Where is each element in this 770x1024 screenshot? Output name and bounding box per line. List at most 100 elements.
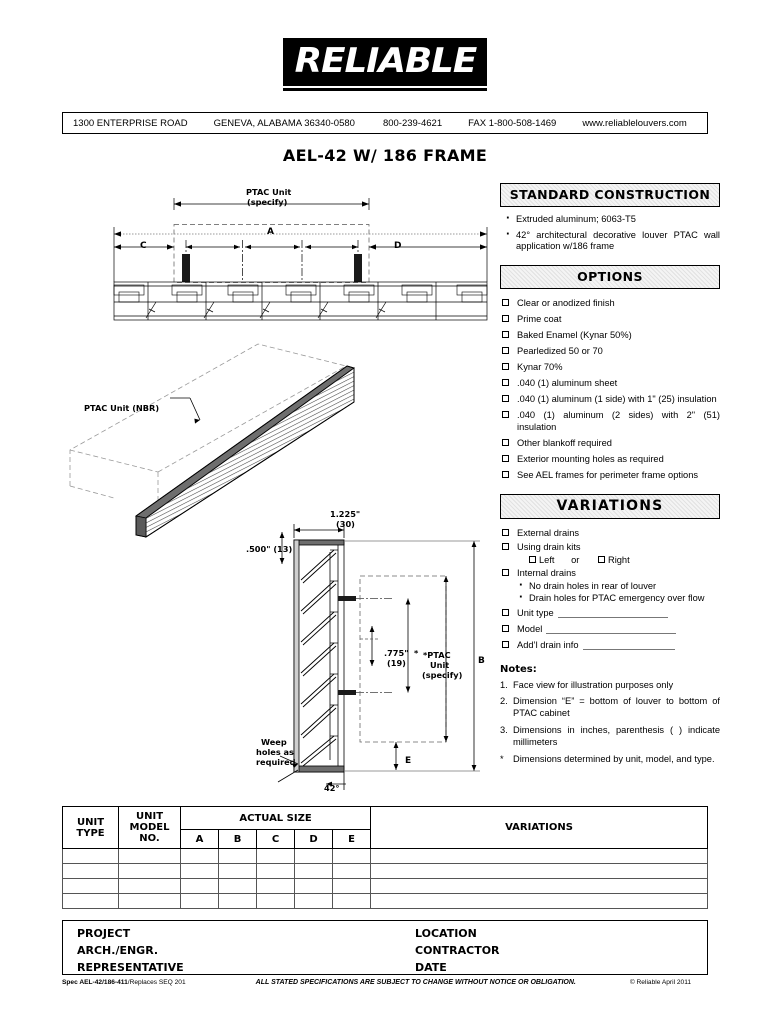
list-item[interactable]: Prime coat bbox=[500, 314, 720, 326]
table-row[interactable] bbox=[62, 863, 708, 879]
spec-code: Spec AEL-42/186-411/Replaces SEQ 201 bbox=[62, 979, 186, 986]
field-representative[interactable]: REPRESENTATIVE bbox=[77, 961, 184, 974]
table-row[interactable] bbox=[62, 848, 708, 864]
field-date[interactable]: DATE bbox=[415, 961, 447, 974]
list-item[interactable]: .040 (1) aluminum sheet bbox=[500, 378, 720, 390]
list-item[interactable]: Using drain kits Left or Right bbox=[500, 542, 720, 568]
cell-variations[interactable] bbox=[370, 893, 708, 909]
cell-b[interactable] bbox=[218, 893, 257, 909]
note-number: 2. bbox=[500, 696, 508, 707]
col-model-line3: NO. bbox=[139, 833, 160, 844]
checkbox-icon[interactable] bbox=[502, 641, 509, 649]
list-item[interactable]: Other blankoff required bbox=[500, 438, 720, 450]
list-item[interactable]: Exterior mounting holes as required bbox=[500, 454, 720, 466]
checkbox-icon[interactable] bbox=[502, 411, 509, 419]
right-column: STANDARD CONSTRUCTION Extruded aluminum;… bbox=[500, 183, 720, 770]
cell-b[interactable] bbox=[218, 848, 257, 864]
cell-model-no[interactable] bbox=[118, 848, 181, 864]
cell-model-no[interactable] bbox=[118, 893, 181, 909]
field-contractor[interactable]: CONTRACTOR bbox=[415, 944, 500, 957]
cell-d[interactable] bbox=[294, 863, 333, 879]
table-row[interactable] bbox=[62, 893, 708, 909]
list-item[interactable]: Unit type bbox=[500, 608, 720, 620]
checkbox-icon[interactable] bbox=[502, 395, 509, 403]
list-item[interactable]: Clear or anodized finish bbox=[500, 298, 720, 310]
cell-unit-type[interactable] bbox=[62, 848, 119, 864]
checkbox-icon[interactable] bbox=[502, 528, 509, 536]
variations-list: External drains Using drain kits Left or… bbox=[500, 528, 720, 652]
spec-code-bold: Spec AEL-42/186-411 bbox=[62, 979, 128, 986]
cell-d[interactable] bbox=[294, 878, 333, 894]
cell-d[interactable] bbox=[294, 848, 333, 864]
checkbox-icon[interactable] bbox=[502, 624, 509, 632]
checkbox-icon[interactable] bbox=[502, 379, 509, 387]
checkbox-icon[interactable] bbox=[502, 330, 509, 338]
cell-c[interactable] bbox=[256, 878, 295, 894]
list-item[interactable]: Kynar 70% bbox=[500, 362, 720, 374]
cell-e[interactable] bbox=[331, 848, 372, 864]
field-arch-engr[interactable]: ARCH./ENGR. bbox=[77, 944, 159, 957]
cell-variations[interactable] bbox=[370, 863, 708, 879]
checkbox-icon[interactable] bbox=[502, 608, 509, 616]
checkbox-icon[interactable] bbox=[502, 298, 509, 306]
cell-e[interactable] bbox=[331, 863, 372, 879]
list-item[interactable]: Pearledized 50 or 70 bbox=[500, 346, 720, 358]
cell-c[interactable] bbox=[256, 863, 295, 879]
checkbox-icon[interactable] bbox=[502, 455, 509, 463]
checkbox-icon[interactable] bbox=[502, 439, 509, 447]
checkbox-icon-left[interactable] bbox=[529, 556, 536, 564]
list-item[interactable]: Baked Enamel (Kynar 50%) bbox=[500, 330, 720, 342]
list-item[interactable]: External drains bbox=[500, 528, 720, 540]
checkbox-icon[interactable] bbox=[502, 471, 509, 479]
cell-d[interactable] bbox=[294, 893, 333, 909]
cell-model-no[interactable] bbox=[118, 878, 181, 894]
list-item[interactable]: Model bbox=[500, 624, 720, 636]
list-item[interactable]: .040 (1) aluminum (1 side) with 1" (25) … bbox=[500, 394, 720, 406]
cell-a[interactable] bbox=[180, 878, 219, 894]
cell-c[interactable] bbox=[256, 893, 295, 909]
cell-variations[interactable] bbox=[370, 848, 708, 864]
option-label: .040 (1) aluminum (2 sides) with 2" (51)… bbox=[517, 410, 720, 433]
checkbox-icon[interactable] bbox=[502, 363, 509, 371]
cell-a[interactable] bbox=[180, 863, 219, 879]
label-ptac-unit-section-1: *PTAC bbox=[423, 650, 451, 660]
cell-unit-type[interactable] bbox=[62, 878, 119, 894]
cell-unit-type[interactable] bbox=[62, 893, 119, 909]
cell-b[interactable] bbox=[218, 878, 257, 894]
list-item[interactable]: .040 (1) aluminum (2 sides) with 2" (51)… bbox=[500, 410, 720, 433]
model-input[interactable] bbox=[546, 625, 677, 634]
checkbox-icon[interactable] bbox=[502, 542, 509, 550]
cell-a[interactable] bbox=[180, 893, 219, 909]
list-item[interactable]: Add’l drain info bbox=[500, 640, 720, 652]
cell-variations[interactable] bbox=[370, 878, 708, 894]
col-size-d: D bbox=[294, 829, 333, 849]
checkbox-icon[interactable] bbox=[502, 314, 509, 322]
field-project[interactable]: PROJECT bbox=[77, 927, 131, 940]
field-location[interactable]: LOCATION bbox=[415, 927, 477, 940]
cell-b[interactable] bbox=[218, 863, 257, 879]
list-item[interactable]: See AEL frames for perimeter frame optio… bbox=[500, 470, 720, 482]
cell-unit-type[interactable] bbox=[62, 863, 119, 879]
cell-c[interactable] bbox=[256, 848, 295, 864]
cell-a[interactable] bbox=[180, 848, 219, 864]
cell-model-no[interactable] bbox=[118, 863, 181, 879]
table-row[interactable] bbox=[62, 878, 708, 894]
list-item[interactable]: Internal drains No drain holes in rear o… bbox=[500, 568, 720, 605]
col-variations: VARIATIONS bbox=[370, 806, 708, 849]
option-label: Prime coat bbox=[517, 313, 562, 324]
checkbox-icon[interactable] bbox=[502, 347, 509, 355]
unit-type-input[interactable] bbox=[557, 609, 668, 618]
list-item: 1.Face view for illustration purposes on… bbox=[500, 680, 720, 692]
option-label: .040 (1) aluminum sheet bbox=[517, 378, 618, 389]
brand-logo: RELIABLE bbox=[0, 38, 770, 91]
option-label: Other blankoff required bbox=[517, 438, 612, 449]
checkbox-icon[interactable] bbox=[502, 569, 509, 577]
addl-drain-input[interactable] bbox=[582, 641, 675, 651]
dim-angle-42: 42° bbox=[324, 783, 340, 793]
checkbox-icon-right[interactable] bbox=[597, 556, 605, 564]
cell-e[interactable] bbox=[331, 893, 372, 909]
cell-e[interactable] bbox=[331, 878, 372, 894]
label-weep-holes-3: required bbox=[256, 757, 296, 767]
address-phone: 800-239-4621 bbox=[382, 117, 443, 129]
